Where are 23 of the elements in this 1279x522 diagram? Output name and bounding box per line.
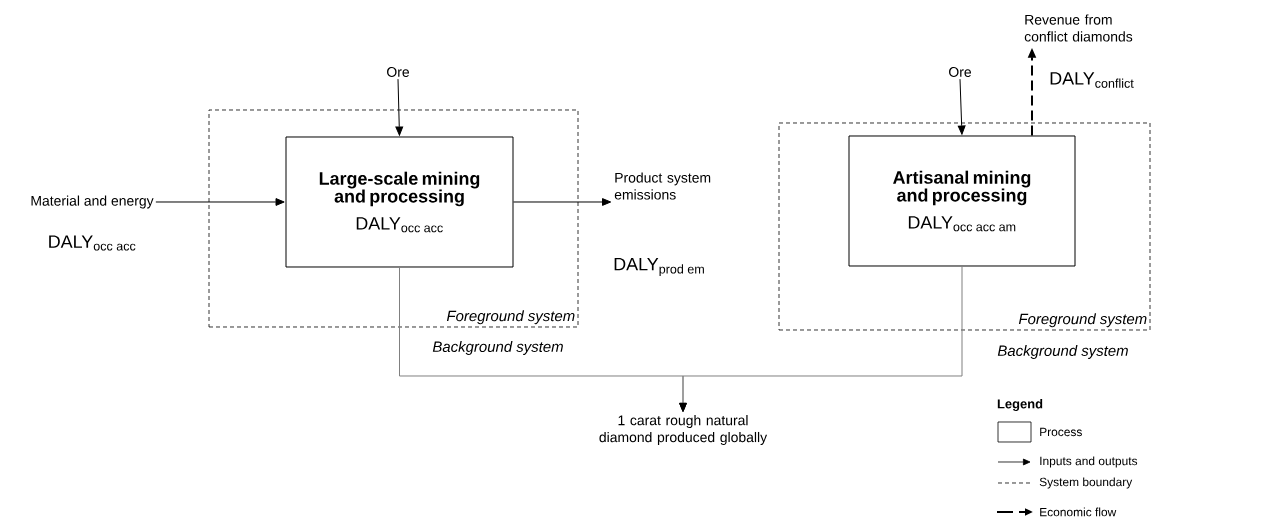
process-box: Artisanal mining and processing $\text{DALY}_{\text{occ acc am}}$ [848,135,1076,267]
legend-title: Legend [997,398,1043,412]
flow-arrow [679,266,963,412]
formula-label: $\text{DALY}_{\text{conflict}}$ [1050,72,1134,88]
flow-label: Material and energy [31,195,154,209]
flow-label: Revenue from conflict diamonds [1024,14,1133,42]
legend-label: Inputs and outputs [1040,456,1138,468]
flow-label: Ore [949,67,971,77]
legend-label: Economic flow [1040,507,1117,517]
flow-label: 1 carat rough natural diamond produced globally [599,415,768,445]
background-system-label: Background system [432,341,563,355]
legend-label: Process [1040,427,1082,437]
formula-label: $\text{DALY}_{\text{prod em}}$ [614,257,704,277]
formula-label: $\text{DALY}_{\text{occ acc}}$ [49,235,136,251]
flow-arrow [155,198,285,206]
flow-label: Ore [387,67,409,77]
legend-label: System boundary [1039,477,1133,489]
flow-arrow [513,198,612,206]
flow-label: Product system emissions [614,172,711,200]
background-system-label: Background system [997,345,1128,359]
process-box: Large-scale mining and processing $\text{DALY}_{\text{occ acc}}$ [285,136,514,268]
flow-arrow [395,78,404,136]
flow-arrow [957,78,966,135]
